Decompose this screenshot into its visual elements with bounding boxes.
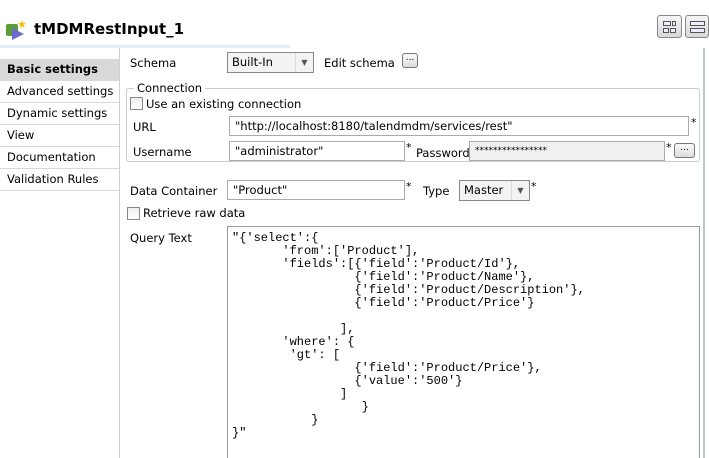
query-text-content: "{'select':{ 'from':['Product'], 'fields… (232, 231, 585, 440)
connection-group (126, 88, 700, 162)
sidebar-item-advanced-settings[interactable]: Advanced settings (0, 81, 119, 103)
component-header (0, 0, 709, 48)
required-marker: * (666, 141, 672, 154)
type-select[interactable]: Master ▼ (459, 180, 530, 201)
schema-label: Schema (130, 56, 177, 70)
chevron-down-icon: ▼ (295, 53, 313, 72)
password-button[interactable]: ... (674, 143, 695, 158)
component-icon: ★ (6, 18, 27, 40)
component-title: tMDMRestInput_1 (34, 20, 185, 38)
sidebar-item-dynamic-settings[interactable]: Dynamic settings (0, 103, 119, 125)
required-marker: * (406, 141, 412, 154)
password-label: Password (416, 146, 470, 160)
settings-sidebar: Basic settings Advanced settings Dynamic… (0, 48, 120, 458)
edit-schema-button[interactable]: ... (402, 53, 418, 68)
data-container-label: Data Container (130, 184, 218, 198)
retrieve-raw-data-label: Retrieve raw data (143, 206, 246, 220)
type-label: Type (423, 184, 450, 198)
required-marker: * (406, 180, 412, 193)
type-value: Master (464, 183, 504, 197)
data-container-input[interactable]: "Product" (227, 180, 405, 200)
username-input[interactable]: "administrator" (229, 141, 405, 161)
sidebar-item-documentation[interactable]: Documentation (0, 147, 119, 169)
query-text-editor[interactable]: "{'select':{ 'from':['Product'], 'fields… (227, 226, 700, 458)
edit-schema-label: Edit schema (324, 56, 395, 70)
query-text-label: Query Text (130, 231, 192, 245)
list-layout-button[interactable] (685, 15, 709, 38)
schema-value: Built-In (232, 55, 273, 69)
required-marker: * (531, 180, 537, 193)
panel-right-border (703, 48, 705, 458)
use-existing-connection-checkbox[interactable] (130, 97, 143, 110)
password-input[interactable]: **************** (469, 141, 665, 161)
connection-legend: Connection (134, 81, 206, 95)
chevron-down-icon: ▼ (511, 181, 529, 200)
header-divider (0, 45, 290, 48)
username-label: Username (133, 145, 192, 159)
use-existing-connection-label: Use an existing connection (146, 97, 302, 111)
url-label: URL (133, 120, 156, 134)
sidebar-item-view[interactable]: View (0, 125, 119, 147)
sidebar-item-validation-rules[interactable]: Validation Rules (0, 169, 119, 191)
required-marker: * (691, 116, 697, 129)
url-input[interactable]: "http://localhost:8180/talendmdm/service… (229, 116, 689, 136)
sidebar-item-basic-settings[interactable]: Basic settings (0, 59, 119, 81)
grid-layout-button[interactable] (657, 15, 682, 38)
retrieve-raw-data-checkbox[interactable] (127, 207, 140, 220)
schema-select[interactable]: Built-In ▼ (227, 52, 314, 73)
